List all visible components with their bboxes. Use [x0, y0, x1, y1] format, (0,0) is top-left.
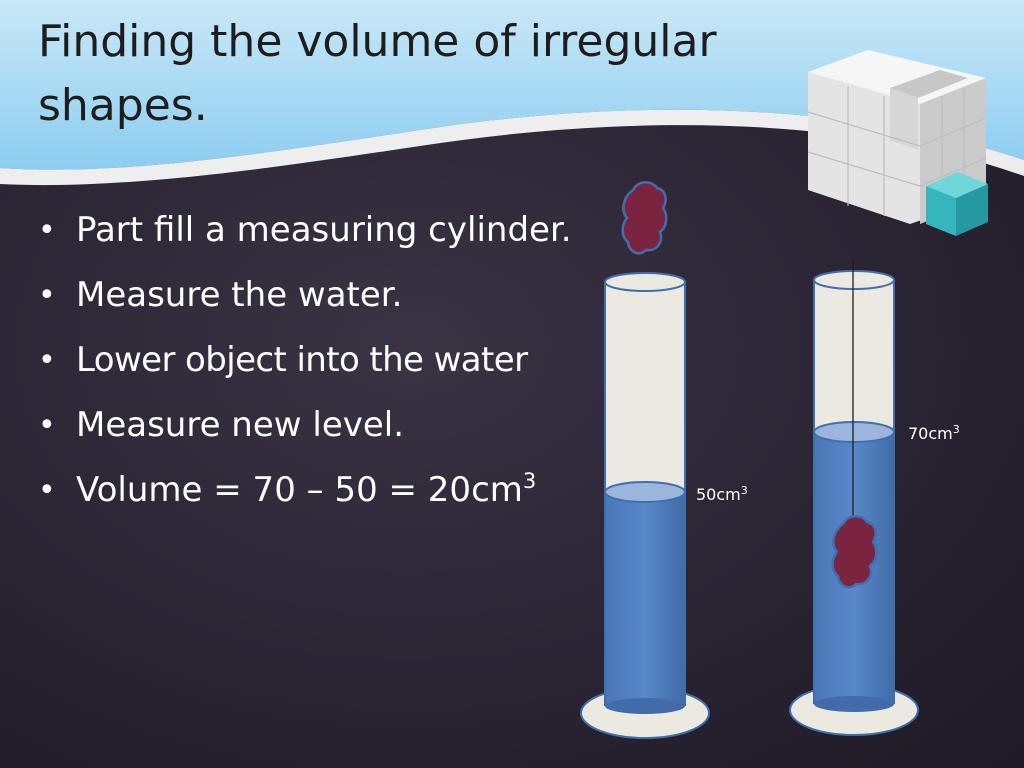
- bullet-item-volume: Volume = 70 – 50 = 20cm3: [38, 458, 628, 523]
- left-reading-value: 50cm: [696, 485, 741, 504]
- volume-exponent: 3: [522, 469, 537, 493]
- right-cylinder-reading: 70cm3: [908, 423, 960, 443]
- header-wave-background: [0, 0, 1024, 186]
- bullet-list: Part fill a measuring cylinder. Measure …: [38, 198, 628, 523]
- measuring-cylinder-right: [789, 258, 919, 736]
- water-surface-right: [813, 421, 895, 443]
- irregular-object-icon: [621, 181, 668, 255]
- right-reading-value: 70cm: [908, 424, 953, 443]
- decorative-cube-icon: [807, 50, 988, 236]
- right-reading-exponent: 3: [952, 423, 960, 436]
- bullet-item: Part fill a measuring cylinder.: [38, 198, 628, 263]
- page-title: Finding the volume of irregular shapes.: [38, 16, 717, 131]
- left-cylinder-reading: 50cm3: [696, 484, 748, 504]
- submerged-object-icon: [831, 515, 878, 589]
- volume-equation: Volume = 70 – 50 = 20cm: [76, 470, 523, 510]
- left-reading-exponent: 3: [740, 484, 748, 497]
- bullet-item: Lower object into the water: [38, 328, 628, 393]
- bullet-item: Measure the water.: [38, 263, 628, 328]
- bullet-item: Measure new level.: [38, 393, 628, 458]
